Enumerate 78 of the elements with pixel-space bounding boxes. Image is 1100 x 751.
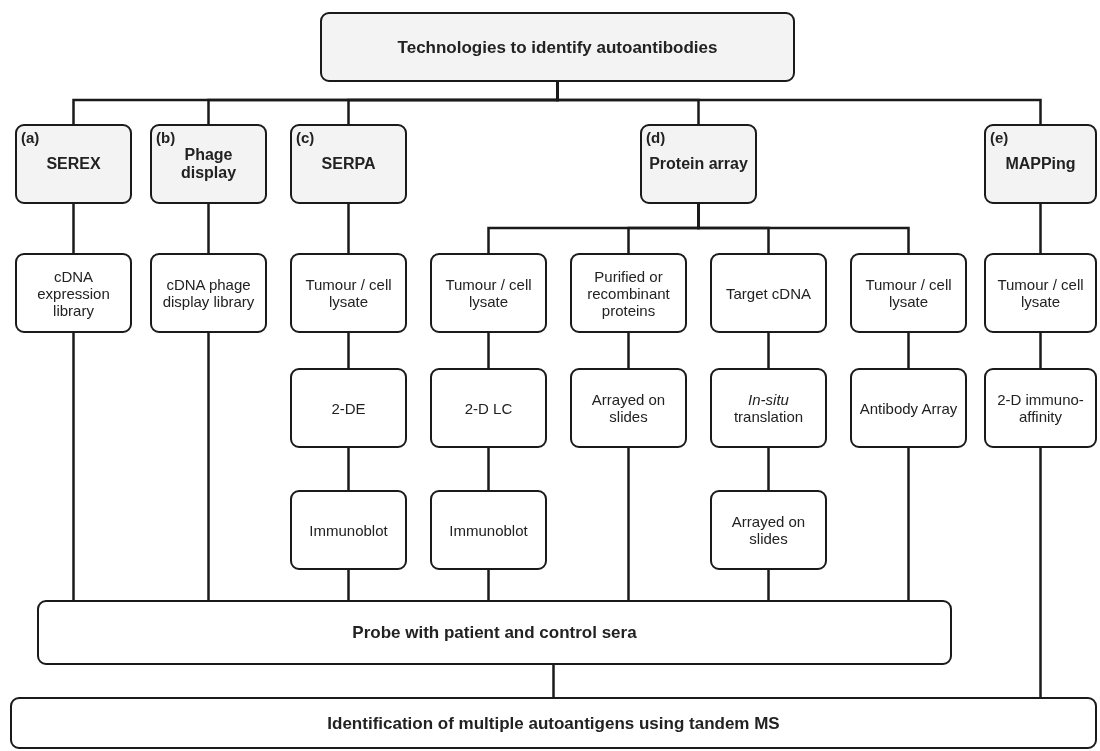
process-box bbox=[850, 253, 967, 333]
category-box bbox=[984, 124, 1097, 204]
box-label: Purified or recombinant proteins bbox=[586, 267, 671, 319]
category-box bbox=[150, 124, 267, 204]
connector-line bbox=[767, 448, 770, 490]
box-label: Target cDNA bbox=[725, 284, 812, 302]
box-label: Identification of multiple autoantigens using tandem MS bbox=[326, 714, 781, 732]
box-label: Technologies to identify autoantibodies bbox=[396, 38, 719, 56]
process-box bbox=[430, 253, 547, 333]
box-label: SERPA bbox=[320, 155, 377, 173]
box-label: Tumour / cell lysate bbox=[864, 276, 953, 310]
connector-line bbox=[627, 333, 630, 368]
box-label: Antibody Array bbox=[858, 399, 959, 417]
box-label: Tumour / cell lysate bbox=[444, 276, 533, 310]
panel-letter: (c) bbox=[296, 129, 315, 146]
box-label: cDNA expression library bbox=[36, 267, 111, 319]
process-box bbox=[430, 490, 547, 570]
connector-line bbox=[207, 333, 210, 600]
process-box bbox=[984, 368, 1097, 448]
connector-line bbox=[72, 333, 75, 600]
process-box bbox=[710, 490, 827, 570]
connector-line bbox=[767, 570, 770, 600]
process-box bbox=[850, 368, 967, 448]
process-box bbox=[570, 368, 687, 448]
box-label: Tumour / cell lysate bbox=[996, 276, 1085, 310]
box-label: MAPPing bbox=[1004, 155, 1077, 173]
box-label: Phage display bbox=[179, 146, 238, 182]
box-label: Protein array bbox=[648, 155, 749, 173]
box-label: 2-DE bbox=[330, 399, 367, 417]
process-box bbox=[430, 368, 547, 448]
box-label: Arrayed on slides bbox=[590, 391, 667, 425]
panel-letter: (e) bbox=[990, 129, 1009, 146]
process-box bbox=[570, 253, 687, 333]
process-box bbox=[710, 253, 827, 333]
connector-line bbox=[767, 333, 770, 368]
box-label: SEREX bbox=[45, 155, 102, 173]
connector-line bbox=[627, 448, 630, 600]
connector-line bbox=[552, 665, 555, 697]
connector-line bbox=[347, 333, 350, 368]
box-label: 2-D immuno-affinity bbox=[996, 391, 1085, 425]
connector-line bbox=[207, 204, 210, 253]
connector-line bbox=[487, 570, 490, 600]
process-box bbox=[290, 490, 407, 570]
process-box bbox=[710, 368, 827, 448]
category-box bbox=[15, 124, 132, 204]
category-box bbox=[290, 124, 407, 204]
connector-line bbox=[907, 333, 910, 368]
process-box bbox=[984, 253, 1097, 333]
box-label: 2-D LC bbox=[463, 399, 514, 417]
connector-line bbox=[72, 204, 75, 253]
box-label: Probe with patient and control sera bbox=[351, 624, 638, 641]
box-label: Immunoblot bbox=[448, 521, 529, 539]
panel-letter: (a) bbox=[21, 129, 40, 146]
connector-line bbox=[697, 204, 910, 253]
connector-line bbox=[347, 570, 350, 600]
box-label: Arrayed on slides bbox=[730, 513, 807, 547]
connector-line bbox=[347, 204, 350, 253]
box-label: In-situ translation bbox=[732, 391, 805, 425]
connector-line bbox=[907, 448, 910, 600]
connector-line bbox=[1039, 333, 1042, 368]
connector-line bbox=[1039, 448, 1042, 697]
panel-letter: (b) bbox=[156, 129, 176, 146]
box-label: cDNA phage display library bbox=[161, 276, 256, 310]
process-bar bbox=[10, 697, 1097, 749]
connector-line bbox=[1039, 204, 1042, 253]
connector-line bbox=[487, 333, 490, 368]
process-box bbox=[150, 253, 267, 333]
box-label: Tumour / cell lysate bbox=[304, 276, 393, 310]
category-box bbox=[640, 124, 757, 204]
process-bar bbox=[37, 600, 952, 665]
box-label: Immunoblot bbox=[308, 521, 389, 539]
process-box bbox=[290, 368, 407, 448]
process-box bbox=[290, 253, 407, 333]
title-box bbox=[320, 12, 795, 82]
process-box bbox=[15, 253, 132, 333]
panel-letter: (d) bbox=[646, 129, 666, 146]
connector-line bbox=[347, 448, 350, 490]
connector-line bbox=[487, 448, 490, 490]
